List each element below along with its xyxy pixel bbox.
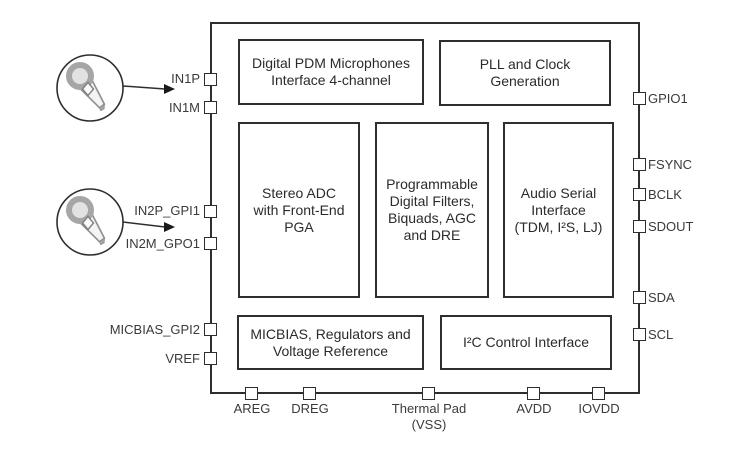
pin-label-in1m: IN1M <box>168 100 200 115</box>
pin-label-in1p: IN1P <box>171 71 200 86</box>
pin-label-areg: AREG <box>233 401 271 416</box>
pin-label-iovdd: IOVDD <box>578 401 620 416</box>
pin-label-fsync: FSYNC <box>648 157 693 172</box>
pin-label-in2m-gpo1: IN2M_GPO1 <box>125 236 200 251</box>
block-audio-serial-interface: Audio Serial Interface (TDM, I²S, LJ) <box>503 122 614 298</box>
pin-bclk <box>633 188 646 201</box>
pin-label-sda: SDA <box>648 290 675 305</box>
pin-label-dreg: DREG <box>291 401 329 416</box>
pin-label-gpio1: GPIO1 <box>648 91 688 106</box>
pin-fsync <box>633 158 646 171</box>
pin-iovdd <box>592 387 605 400</box>
pin-label-sdout: SDOUT <box>648 219 694 234</box>
pin-label-in2p-gpi1: IN2P_GPI1 <box>134 203 200 218</box>
block-pdm-interface: Digital PDM Microphones Interface 4-chan… <box>238 39 424 105</box>
pin-in1m <box>204 101 217 114</box>
pin-in2p-gpi1 <box>204 205 217 218</box>
block-i2c-control: I²C Control Interface <box>440 315 612 370</box>
pin-label-scl: SCL <box>648 327 674 342</box>
pin-in1p <box>204 73 217 86</box>
block-digital-filters: Programmable Digital Filters, Biquads, A… <box>375 122 489 298</box>
pin-sda <box>633 291 646 304</box>
pin-in2m-gpo1 <box>204 237 217 250</box>
pin-scl <box>633 328 646 341</box>
pin-sdout <box>633 220 646 233</box>
pin-dreg <box>303 387 316 400</box>
block-micbias-regulators: MICBIAS, Regulators and Voltage Referenc… <box>237 315 424 370</box>
pin-label-vref: VREF <box>165 351 200 366</box>
block-stereo-adc: Stereo ADC with Front-End PGA <box>238 122 360 298</box>
block-pll-clock: PLL and Clock Generation <box>439 40 611 106</box>
pin-label-micbias-gpi2: MICBIAS_GPI2 <box>109 322 200 337</box>
microphone-icon <box>55 53 125 128</box>
pin-micbias-gpi2 <box>204 323 217 336</box>
arrow-icon <box>123 84 175 94</box>
pin-gpio1 <box>633 92 646 105</box>
pin-label-thermal-pad: Thermal Pad (VSS) <box>391 401 467 432</box>
arrow-icon <box>123 221 175 232</box>
pin-vref <box>204 352 217 365</box>
pin-thermal-pad <box>422 387 435 400</box>
pin-label-avdd: AVDD <box>516 401 552 416</box>
pin-areg <box>245 387 258 400</box>
pin-avdd <box>527 387 540 400</box>
pin-label-bclk: BCLK <box>648 187 682 202</box>
